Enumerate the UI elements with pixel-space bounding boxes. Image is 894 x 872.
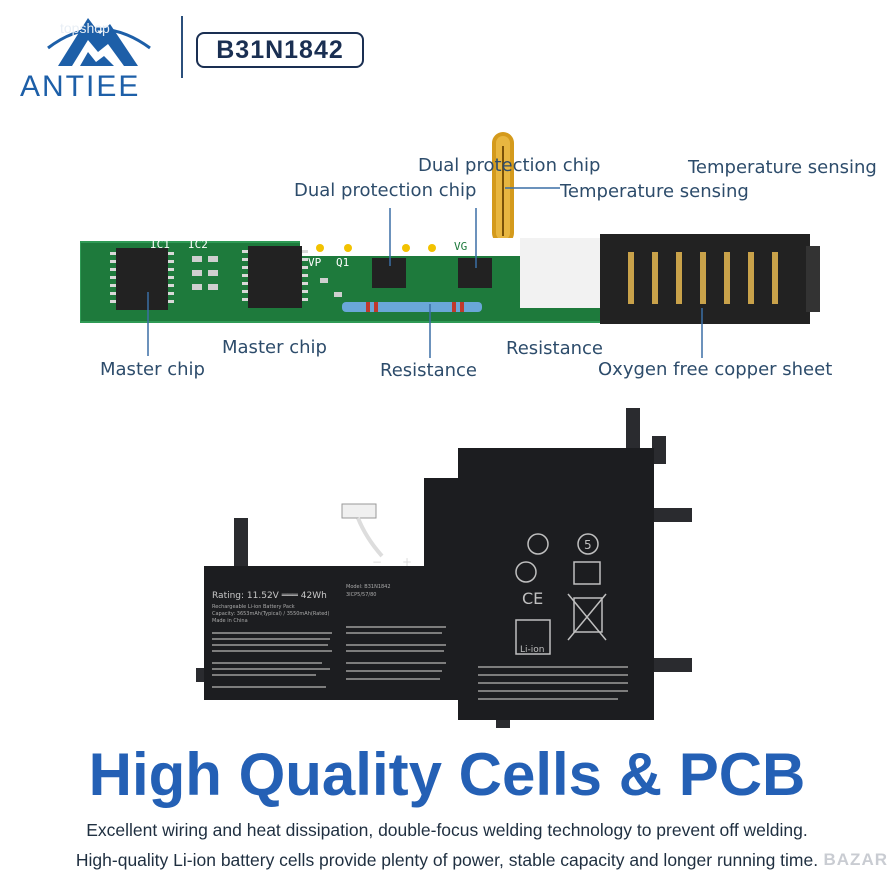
battery-type: Rechargeable Li-ion Battery Pack bbox=[212, 604, 295, 610]
battery-model: Model: B31N1842 bbox=[346, 584, 391, 590]
label-resistance-right: Resistance bbox=[506, 338, 603, 359]
battery-liion-mark: Li-ion bbox=[520, 645, 544, 655]
label-resistance-left: Resistance bbox=[380, 360, 477, 381]
battery-pack: 5 Li-ion CE − + Rating: 11.52V ═══ 42Wh … bbox=[196, 408, 692, 728]
pcb-print-vg: VG bbox=[454, 240, 467, 253]
pcb-print-q1: Q1 bbox=[336, 256, 349, 269]
battery-plus: + bbox=[402, 555, 412, 569]
pcb-print-ic1: IC1 bbox=[150, 238, 170, 251]
battery-origin: Made in China bbox=[212, 618, 248, 624]
header-divider bbox=[181, 16, 183, 78]
brand-name: ANTIEE bbox=[20, 70, 141, 103]
svg-text:CE: CE bbox=[522, 589, 543, 608]
pcb-print-ic2: IC2 bbox=[188, 238, 208, 251]
pcb-board: IC1 IC2 VP Q1 VG bbox=[80, 234, 820, 324]
label-temperature-sensing-top: Temperature sensing bbox=[688, 157, 877, 178]
label-dual-protection-chip-top: Dual protection chip bbox=[418, 155, 601, 176]
battery-rating: Rating: 11.52V ═══ 42Wh bbox=[212, 591, 327, 601]
callout-lines bbox=[147, 187, 703, 358]
corner-watermark: BAZAR bbox=[823, 850, 888, 869]
label-master-chip-left: Master chip bbox=[100, 359, 205, 380]
battery-capacity: Capacity: 3653mAh(Typical) / 3550mAh(Rat… bbox=[212, 611, 329, 617]
battery-minus: − bbox=[372, 555, 382, 569]
label-temperature-sensing: Temperature sensing bbox=[560, 181, 749, 202]
top-watermark: topshop bbox=[60, 20, 110, 36]
headline: High Quality Cells & PCB bbox=[88, 741, 806, 808]
pcb-print-vp: VP bbox=[308, 256, 322, 269]
label-oxygen-free-copper-sheet: Oxygen free copper sheet bbox=[598, 359, 833, 380]
mountain-icon bbox=[47, 18, 151, 66]
label-master-chip: Master chip bbox=[222, 337, 327, 358]
description-line-2: High-quality Li-ion battery cells provid… bbox=[75, 850, 819, 870]
brand-logo bbox=[18, 4, 178, 100]
battery-five-mark: 5 bbox=[584, 538, 592, 552]
temperature-sensor-cable bbox=[492, 132, 514, 244]
battery-cells: 3ICP5/57/80 bbox=[346, 592, 376, 598]
model-badge: B31N1842 bbox=[196, 32, 364, 68]
label-dual-protection-chip: Dual protection chip bbox=[294, 180, 477, 201]
description-line-1: Excellent wiring and heat dissipation, d… bbox=[86, 820, 808, 840]
